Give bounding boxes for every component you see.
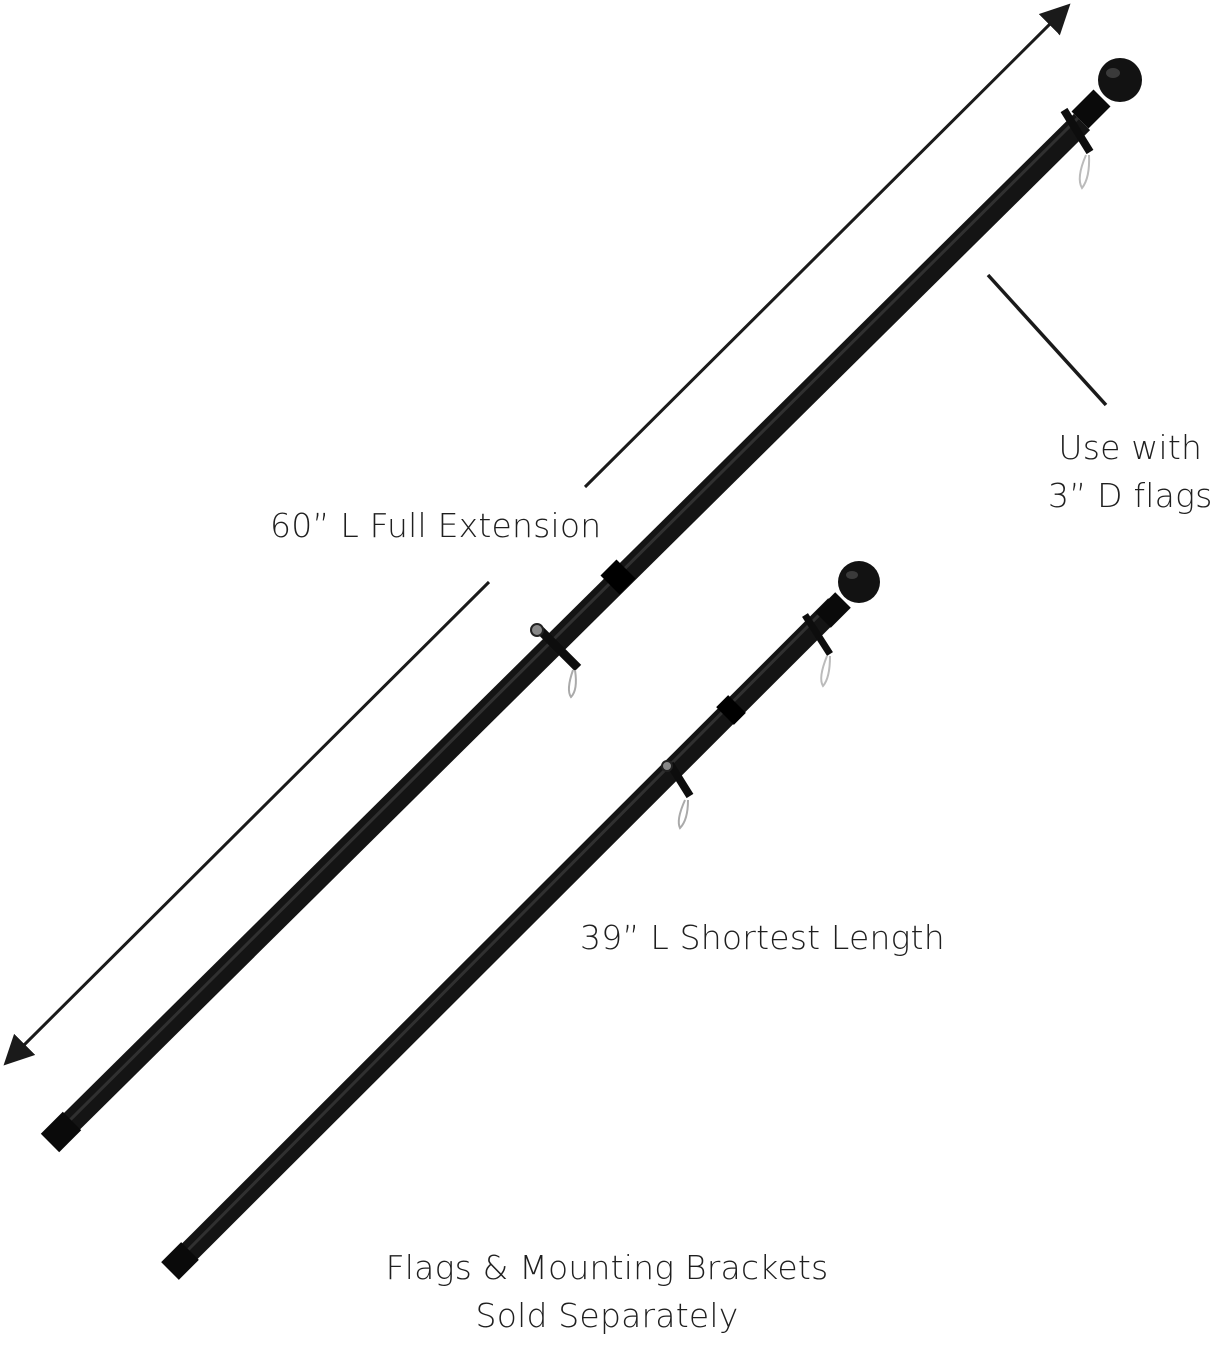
sold-separately-line2: Sold Separately bbox=[475, 1296, 739, 1335]
top-ring-clip bbox=[1060, 107, 1094, 190]
mid-ring-clip bbox=[530, 623, 582, 699]
finial-ball-icon bbox=[1098, 58, 1142, 102]
short-mid-ring-clip bbox=[661, 760, 694, 830]
flag-size-note-line2: 3” D flags bbox=[1048, 476, 1213, 515]
short-top-ring-clip bbox=[802, 613, 833, 688]
flag-size-note: Use with 3” D flags bbox=[1048, 424, 1213, 520]
sold-separately-note: Flags & Mounting Brackets Sold Separatel… bbox=[0, 1244, 1214, 1340]
long-pole bbox=[40, 58, 1142, 1153]
pointer-line bbox=[986, 273, 1108, 407]
flag-size-note-line1: Use with bbox=[1058, 428, 1203, 467]
short-finial-ball-icon bbox=[838, 561, 880, 603]
short-pole bbox=[161, 561, 880, 1280]
full-extension-label: 60” L Full Extension bbox=[270, 506, 602, 545]
sold-separately-line1: Flags & Mounting Brackets bbox=[385, 1248, 829, 1287]
shortest-length-label: 39” L Shortest Length bbox=[580, 918, 945, 957]
dimension-arrow bbox=[3, 3, 1071, 1066]
